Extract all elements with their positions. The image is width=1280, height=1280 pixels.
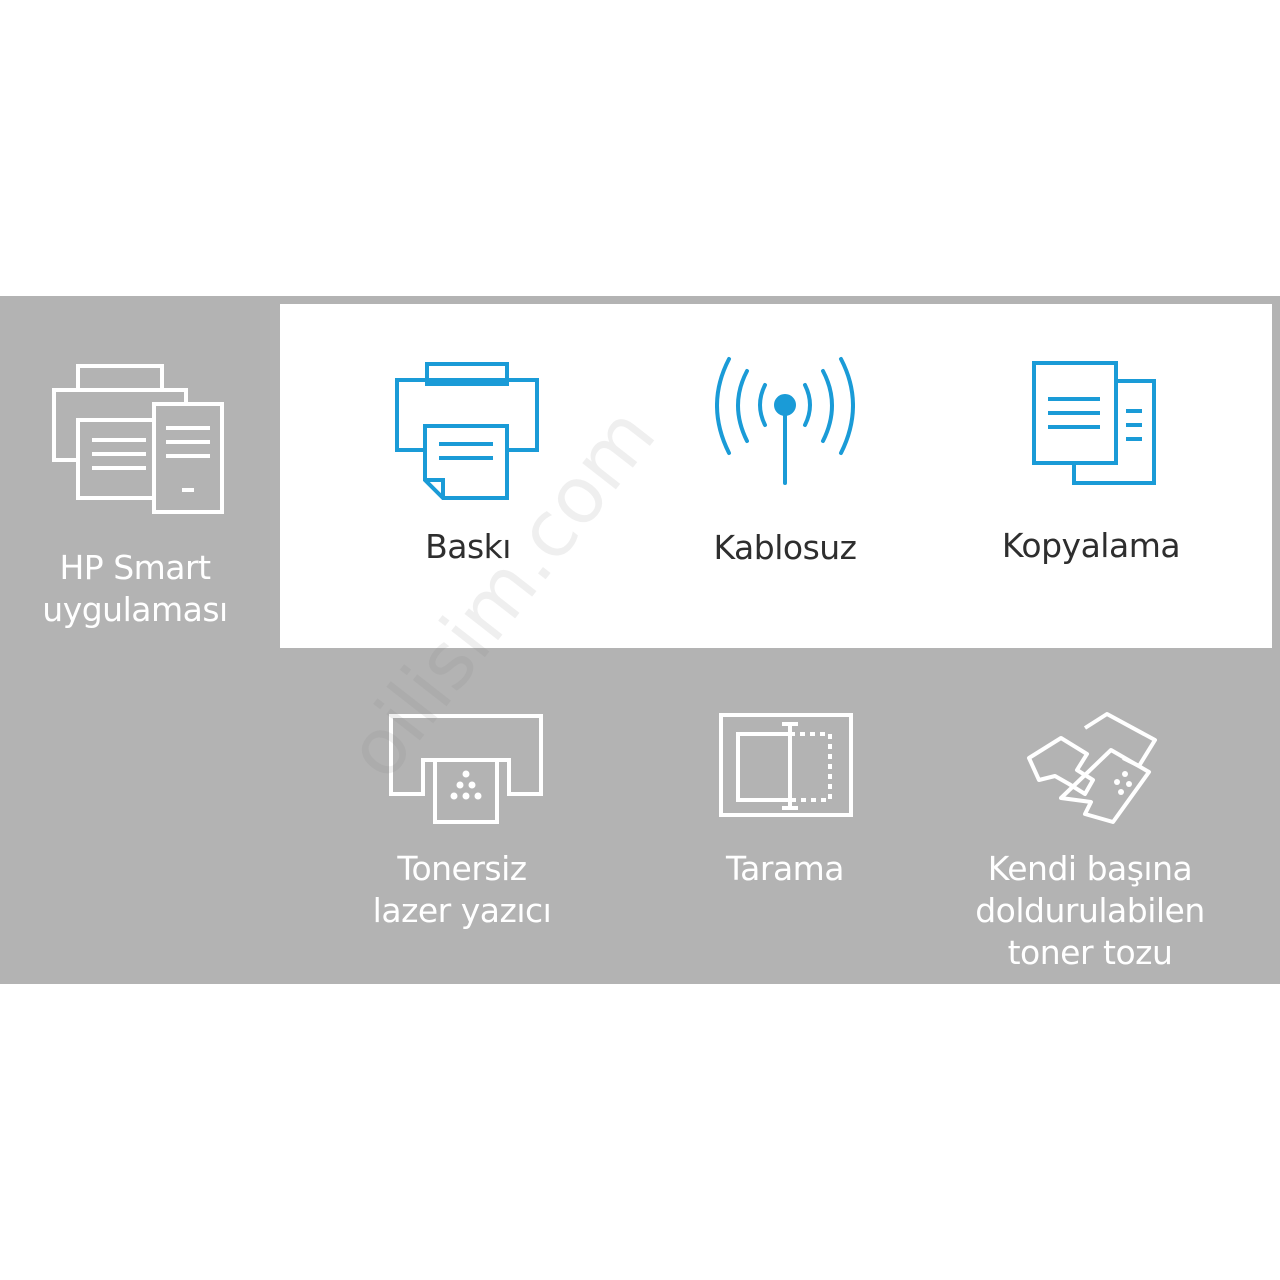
label-line: doldurulabilen	[975, 891, 1205, 930]
feature-self-refill-toner: Kendi başına doldurulabilen toner tozu	[965, 710, 1215, 975]
toner-refill-icon	[1027, 712, 1157, 824]
feature-label: Tarama	[725, 849, 845, 888]
label-line: uygulaması	[42, 590, 228, 629]
feature-label: HP Smart uygulaması	[20, 547, 250, 631]
feature-label: Tonersiz lazer yazıcı	[350, 848, 574, 932]
feature-wireless: Kablosuz	[672, 355, 898, 575]
feature-print: Baskı	[360, 355, 576, 575]
printer-icon	[395, 362, 539, 500]
feature-hp-smart: HP Smart uygulaması	[20, 355, 250, 635]
scanner-icon	[719, 713, 853, 817]
feature-tonerless-laser: Tonersiz lazer yazıcı	[350, 710, 574, 935]
label-line: HP Smart	[59, 548, 211, 587]
label-line: lazer yazıcı	[372, 891, 552, 930]
feature-scan: Tarama	[680, 710, 890, 910]
wireless-antenna-icon	[715, 357, 855, 485]
toner-cartridge-icon	[389, 714, 543, 824]
feature-label: Kendi başına doldurulabilen toner tozu	[965, 848, 1215, 974]
printer-and-tablet-icon	[52, 364, 224, 514]
feature-label: Kopyalama	[1001, 526, 1181, 565]
feature-label: Kablosuz	[713, 528, 857, 567]
feature-copy: Kopyalama	[980, 355, 1202, 575]
copy-documents-icon	[1032, 361, 1156, 485]
label-line: toner tozu	[1007, 933, 1173, 972]
feature-label: Baskı	[425, 527, 511, 566]
label-line: Kendi başına	[987, 849, 1193, 888]
label-line: Tonersiz	[397, 849, 527, 888]
